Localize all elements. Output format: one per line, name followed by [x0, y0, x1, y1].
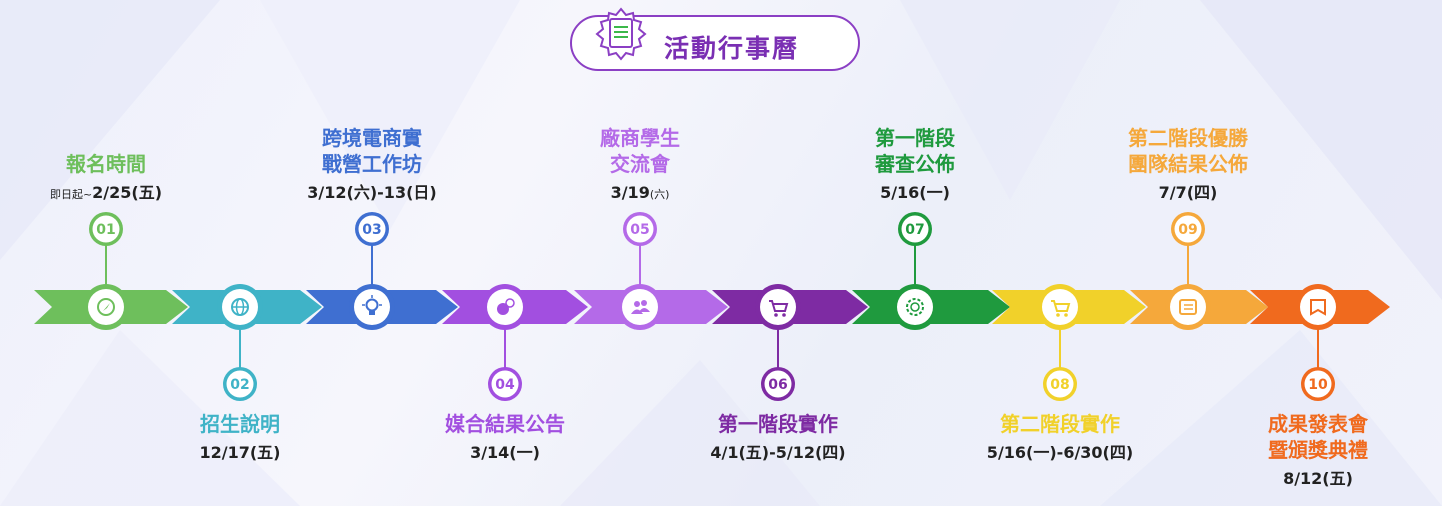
milestone-number: 09 — [1178, 222, 1197, 238]
schedule-header: 活動行事曆 — [570, 7, 860, 71]
milestone-name: 第一階段 — [875, 126, 955, 150]
globe-icon — [231, 298, 249, 316]
milestone-label: 成果發表會暨頒獎典禮 8/12(五) — [1268, 411, 1368, 489]
milestone-number: 10 — [1308, 377, 1328, 393]
milestone-label: 廠商學生交流會 3/19(六) — [600, 125, 680, 205]
milestone-number: 06 — [768, 377, 787, 393]
milestone-icon-disc — [354, 289, 390, 325]
milestone-label: 第一階段審查公佈 5/16(一) — [875, 125, 955, 203]
date-value: 3/12(六)-13(日) — [307, 183, 437, 202]
milestone-date: 3/19(六) — [600, 183, 680, 205]
milestone-number-disc — [1046, 370, 1074, 398]
milestone-date: 7/7(四) — [1128, 183, 1248, 203]
milestone-name: 交流會 — [610, 152, 670, 176]
gear-search-icon — [906, 298, 924, 316]
milestone-name: 戰營工作坊 — [322, 152, 422, 176]
milestone-number-disc — [358, 215, 386, 243]
milestone-icon-disc — [622, 289, 658, 325]
milestone-date: 即日起~2/25(五) — [50, 183, 162, 205]
milestone-name: 團隊結果公佈 — [1128, 152, 1248, 176]
page-title: 活動行事曆 — [664, 34, 800, 63]
milestone-number-disc — [92, 215, 120, 243]
milestone-number: 05 — [630, 222, 649, 238]
milestone-name: 招生說明 — [199, 412, 280, 436]
milestone-label: 媒合結果公告 3/14(一) — [445, 411, 565, 463]
milestone-label: 第二階段實作 5/16(一)-6/30(四) — [987, 411, 1133, 463]
date-value: 5/16(一)-6/30(四) — [986, 443, 1134, 462]
milestone-number: 03 — [362, 222, 381, 238]
list-icon — [1179, 299, 1197, 315]
milestone-name: 審查公佈 — [875, 152, 955, 176]
document-gear-icon — [595, 7, 647, 61]
milestone-number: 04 — [495, 377, 515, 393]
flag-icon — [1310, 299, 1326, 316]
milestone-date: 8/12(五) — [1268, 469, 1368, 489]
milestone-number-disc — [226, 370, 254, 398]
milestone-icon-disc — [1300, 289, 1336, 325]
date-value: 4/1(五)-5/12(四) — [710, 443, 846, 462]
date-prefix: 即日起~ — [49, 188, 93, 201]
milestone-number: 02 — [230, 377, 249, 393]
date-value: 7/7(四) — [1158, 183, 1218, 202]
milestone-number-disc — [491, 370, 519, 398]
cart-icon — [769, 300, 789, 317]
milestone-date: 12/17(五) — [199, 443, 280, 463]
date-value: 5/16(一) — [880, 183, 950, 202]
milestone-number: 07 — [905, 222, 924, 238]
lightbulb-icon — [362, 295, 382, 315]
milestone-number: 01 — [96, 222, 115, 238]
milestone-label: 報名時間即日起~2/25(五) — [50, 151, 162, 205]
date-value: 12/17(五) — [199, 443, 281, 462]
people-icon — [631, 300, 650, 314]
milestone-label: 招生說明 12/17(五) — [199, 411, 280, 463]
date-value: 2/25(五) — [92, 183, 163, 202]
milestone-name: 成果發表會 — [1268, 412, 1368, 436]
milestone-name: 廠商學生 — [600, 126, 680, 150]
milestone-date: 3/14(一) — [445, 443, 565, 463]
compass-icon — [97, 298, 115, 316]
milestone-number-disc — [764, 370, 792, 398]
milestone-number-disc — [901, 215, 929, 243]
milestone-label: 第二階段優勝團隊結果公佈 7/7(四) — [1128, 125, 1248, 203]
milestone-number-disc — [1174, 215, 1202, 243]
milestone-label: 跨境電商實戰營工作坊 3/12(六)-13(日) — [307, 125, 436, 203]
milestone-date: 5/16(一) — [875, 183, 955, 203]
cart-icon — [1051, 300, 1071, 317]
coins-globe-icon — [497, 298, 515, 315]
milestone-name: 第二階段實作 — [999, 412, 1120, 436]
milestone-number-disc — [1304, 370, 1332, 398]
milestone-name: 媒合結果公告 — [445, 412, 565, 436]
milestone-name: 第二階段優勝 — [1128, 126, 1248, 150]
date-value: 3/19 — [610, 183, 650, 202]
milestone-icon-disc — [1042, 289, 1078, 325]
milestone-date: 3/12(六)-13(日) — [307, 183, 436, 203]
milestone-number: 08 — [1050, 377, 1069, 393]
milestone-name: 暨頒獎典禮 — [1268, 438, 1368, 462]
milestone-name: 跨境電商實 — [322, 126, 422, 150]
milestone-number-disc — [626, 215, 654, 243]
milestone-icon-disc — [897, 289, 933, 325]
milestone-date: 4/1(五)-5/12(四) — [710, 443, 845, 463]
milestone-label: 第一階段實作 4/1(五)-5/12(四) — [710, 411, 845, 463]
milestone-date: 5/16(一)-6/30(四) — [987, 443, 1133, 463]
date-suffix: (六) — [649, 188, 670, 201]
milestone-name: 第一階段實作 — [718, 412, 838, 436]
milestone-name: 報名時間 — [66, 152, 146, 176]
milestone-icon-disc — [760, 289, 796, 325]
milestone-icon-disc — [88, 289, 124, 325]
milestone-icon-disc — [1170, 289, 1206, 325]
date-value: 8/12(五) — [1283, 469, 1353, 488]
date-value: 3/14(一) — [470, 443, 540, 462]
